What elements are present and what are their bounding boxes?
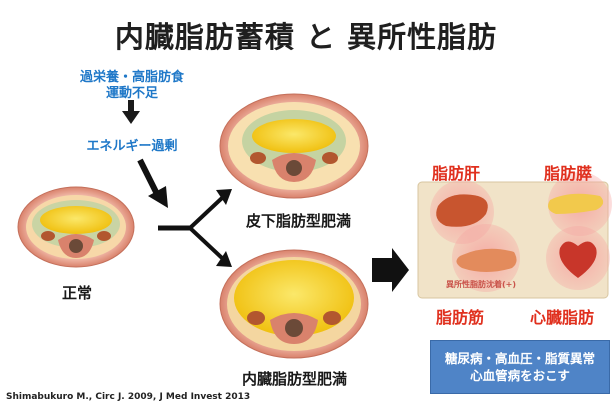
label-visceral-obesity: 内臓脂肪型肥満 bbox=[242, 370, 348, 388]
right-arrow-icon bbox=[372, 248, 409, 292]
cause-overnutrition: 過栄養・高脂肪食 bbox=[79, 70, 184, 85]
cause-energy-excess: エネルギー過剰 bbox=[86, 139, 178, 154]
outcome-box: 糖尿病・高血圧・脂質異常 心血管病をおこす bbox=[430, 340, 610, 394]
page-title: 内臓脂肪蓄積 と 異所性脂肪 bbox=[114, 20, 498, 54]
label-fatty-pancreas: 脂肪膵 bbox=[544, 164, 593, 183]
label-subcutaneous-obesity: 皮下脂肪型肥満 bbox=[246, 212, 352, 230]
liver-icon bbox=[436, 194, 488, 227]
subcutaneous-cross-section bbox=[219, 93, 369, 199]
label-fatty-muscle: 脂肪筋 bbox=[436, 308, 485, 327]
pancreas-icon bbox=[548, 193, 604, 214]
label-cardiac-fat: 心臓脂肪 bbox=[530, 308, 595, 327]
heart-icon bbox=[559, 241, 597, 278]
ectopic-fat-panel bbox=[417, 172, 612, 299]
normal-cross-section bbox=[17, 186, 135, 268]
diagonal-arrow-icon bbox=[137, 158, 168, 208]
label-normal: 正常 bbox=[62, 284, 93, 302]
branch-arrows-icon bbox=[158, 189, 232, 267]
label-fatty-liver: 脂肪肝 bbox=[432, 164, 481, 183]
cause-lack-of-exercise: 運動不足 bbox=[105, 86, 158, 101]
citation: Shimabukuro M., Circ J. 2009, J Med Inve… bbox=[6, 392, 251, 402]
outcome-line-2: 心血管病をおこす bbox=[470, 368, 570, 383]
muscle-icon bbox=[456, 248, 517, 272]
label-ectopic-deposition: 異所性脂肪沈着(+) bbox=[446, 280, 517, 289]
visceral-cross-section bbox=[219, 249, 369, 359]
down-arrow-icon bbox=[122, 100, 140, 124]
outcome-line-1: 糖尿病・高血圧・脂質異常 bbox=[444, 351, 595, 366]
